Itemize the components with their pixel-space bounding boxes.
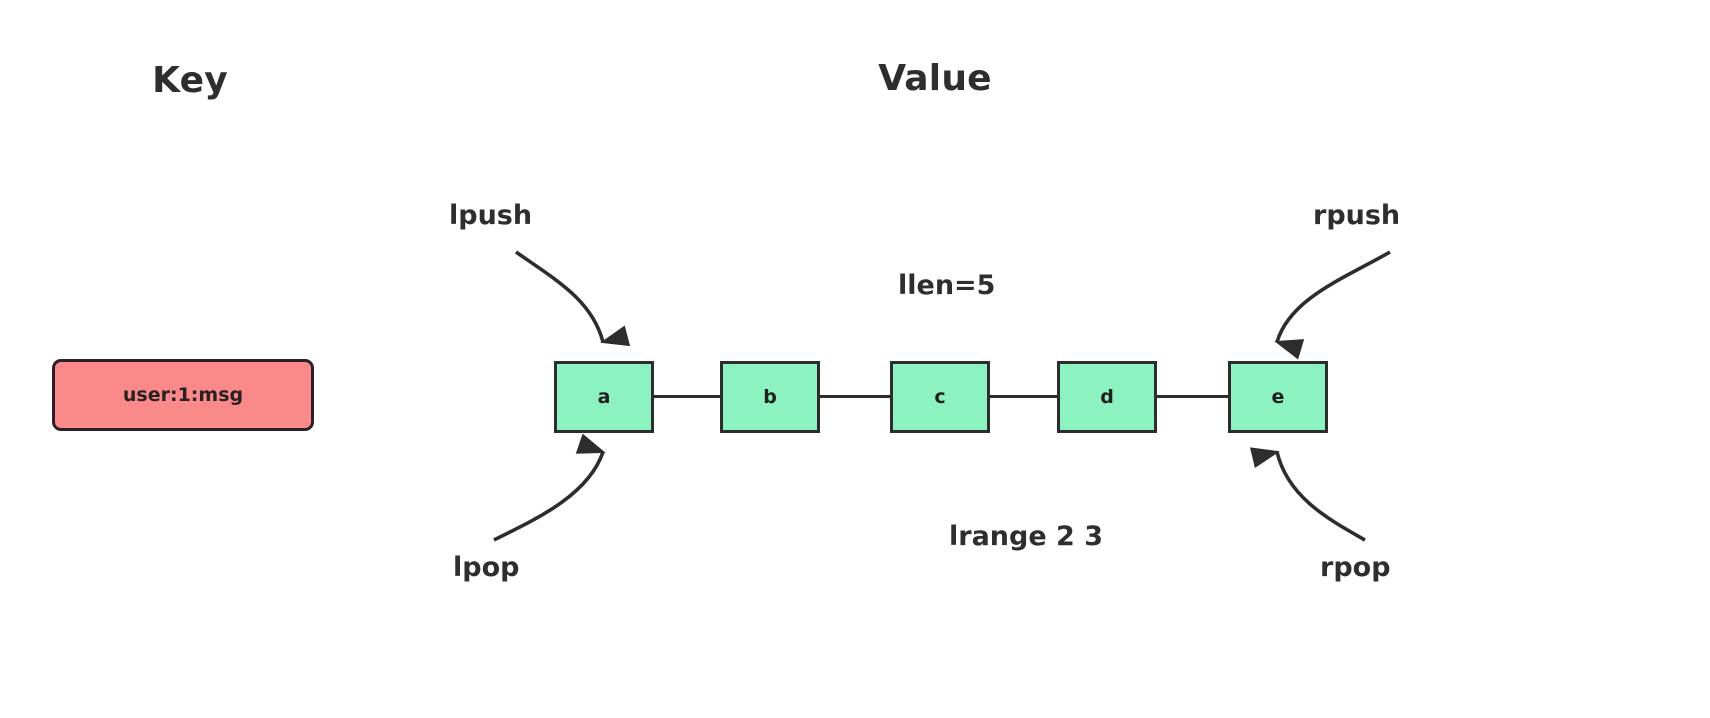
op-label-lpop: lpop xyxy=(453,552,520,583)
list-connector-c-d xyxy=(990,395,1057,398)
op-label-rpop: rpop xyxy=(1320,552,1391,583)
list-connector-d-e xyxy=(1157,395,1228,398)
list-node-d: d xyxy=(1057,361,1157,433)
list-node-label: d xyxy=(1100,386,1114,408)
list-connector-a-b xyxy=(654,395,720,398)
key-box: user:1:msg xyxy=(52,359,314,431)
list-node-label: b xyxy=(763,386,777,408)
list-node-c: c xyxy=(890,361,990,433)
column-header-key: Key xyxy=(152,60,228,101)
key-box-label: user:1:msg xyxy=(122,384,244,406)
lpush-arrow xyxy=(514,250,631,347)
rpush-arrow xyxy=(1274,250,1391,360)
op-label-rpush: rpush xyxy=(1313,200,1401,231)
list-node-e: e xyxy=(1228,361,1328,433)
op-label-lpush: lpush xyxy=(449,200,533,231)
list-node-b: b xyxy=(720,361,820,433)
list-node-label: c xyxy=(934,386,946,408)
annotation-llen: llen=5 xyxy=(898,270,996,301)
column-header-value: Value xyxy=(878,58,992,99)
list-connector-b-c xyxy=(820,395,890,398)
rpop-arrow xyxy=(1249,447,1366,542)
list-node-label: e xyxy=(1271,386,1285,408)
lpop-arrow xyxy=(493,433,606,542)
list-node-a: a xyxy=(554,361,654,433)
list-node-label: a xyxy=(597,386,611,408)
annotation-lrange: lrange 2 3 xyxy=(949,521,1104,552)
